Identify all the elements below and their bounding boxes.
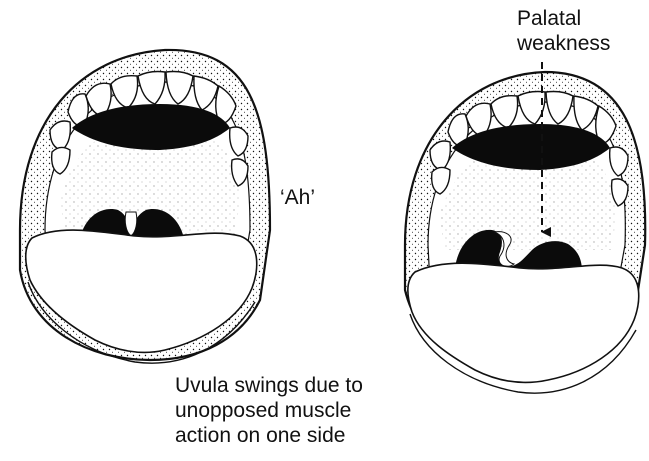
caption-line: unopposed muscle [175,398,363,423]
callout-line: Palatal [517,6,610,31]
palatal-weakness-label: Palatal weakness [517,6,610,56]
caption-line: Uvula swings due to [175,373,363,398]
caption-line: action on one side [175,423,363,448]
normal-mouth [20,50,270,363]
palatal-weakness-mouth [405,72,645,393]
uvula-caption: Uvula swings due to unopposed muscle act… [175,373,363,448]
ah-sound-label: ‘Ah’ [280,185,315,210]
callout-line: weakness [517,31,610,56]
tongue [408,263,639,382]
